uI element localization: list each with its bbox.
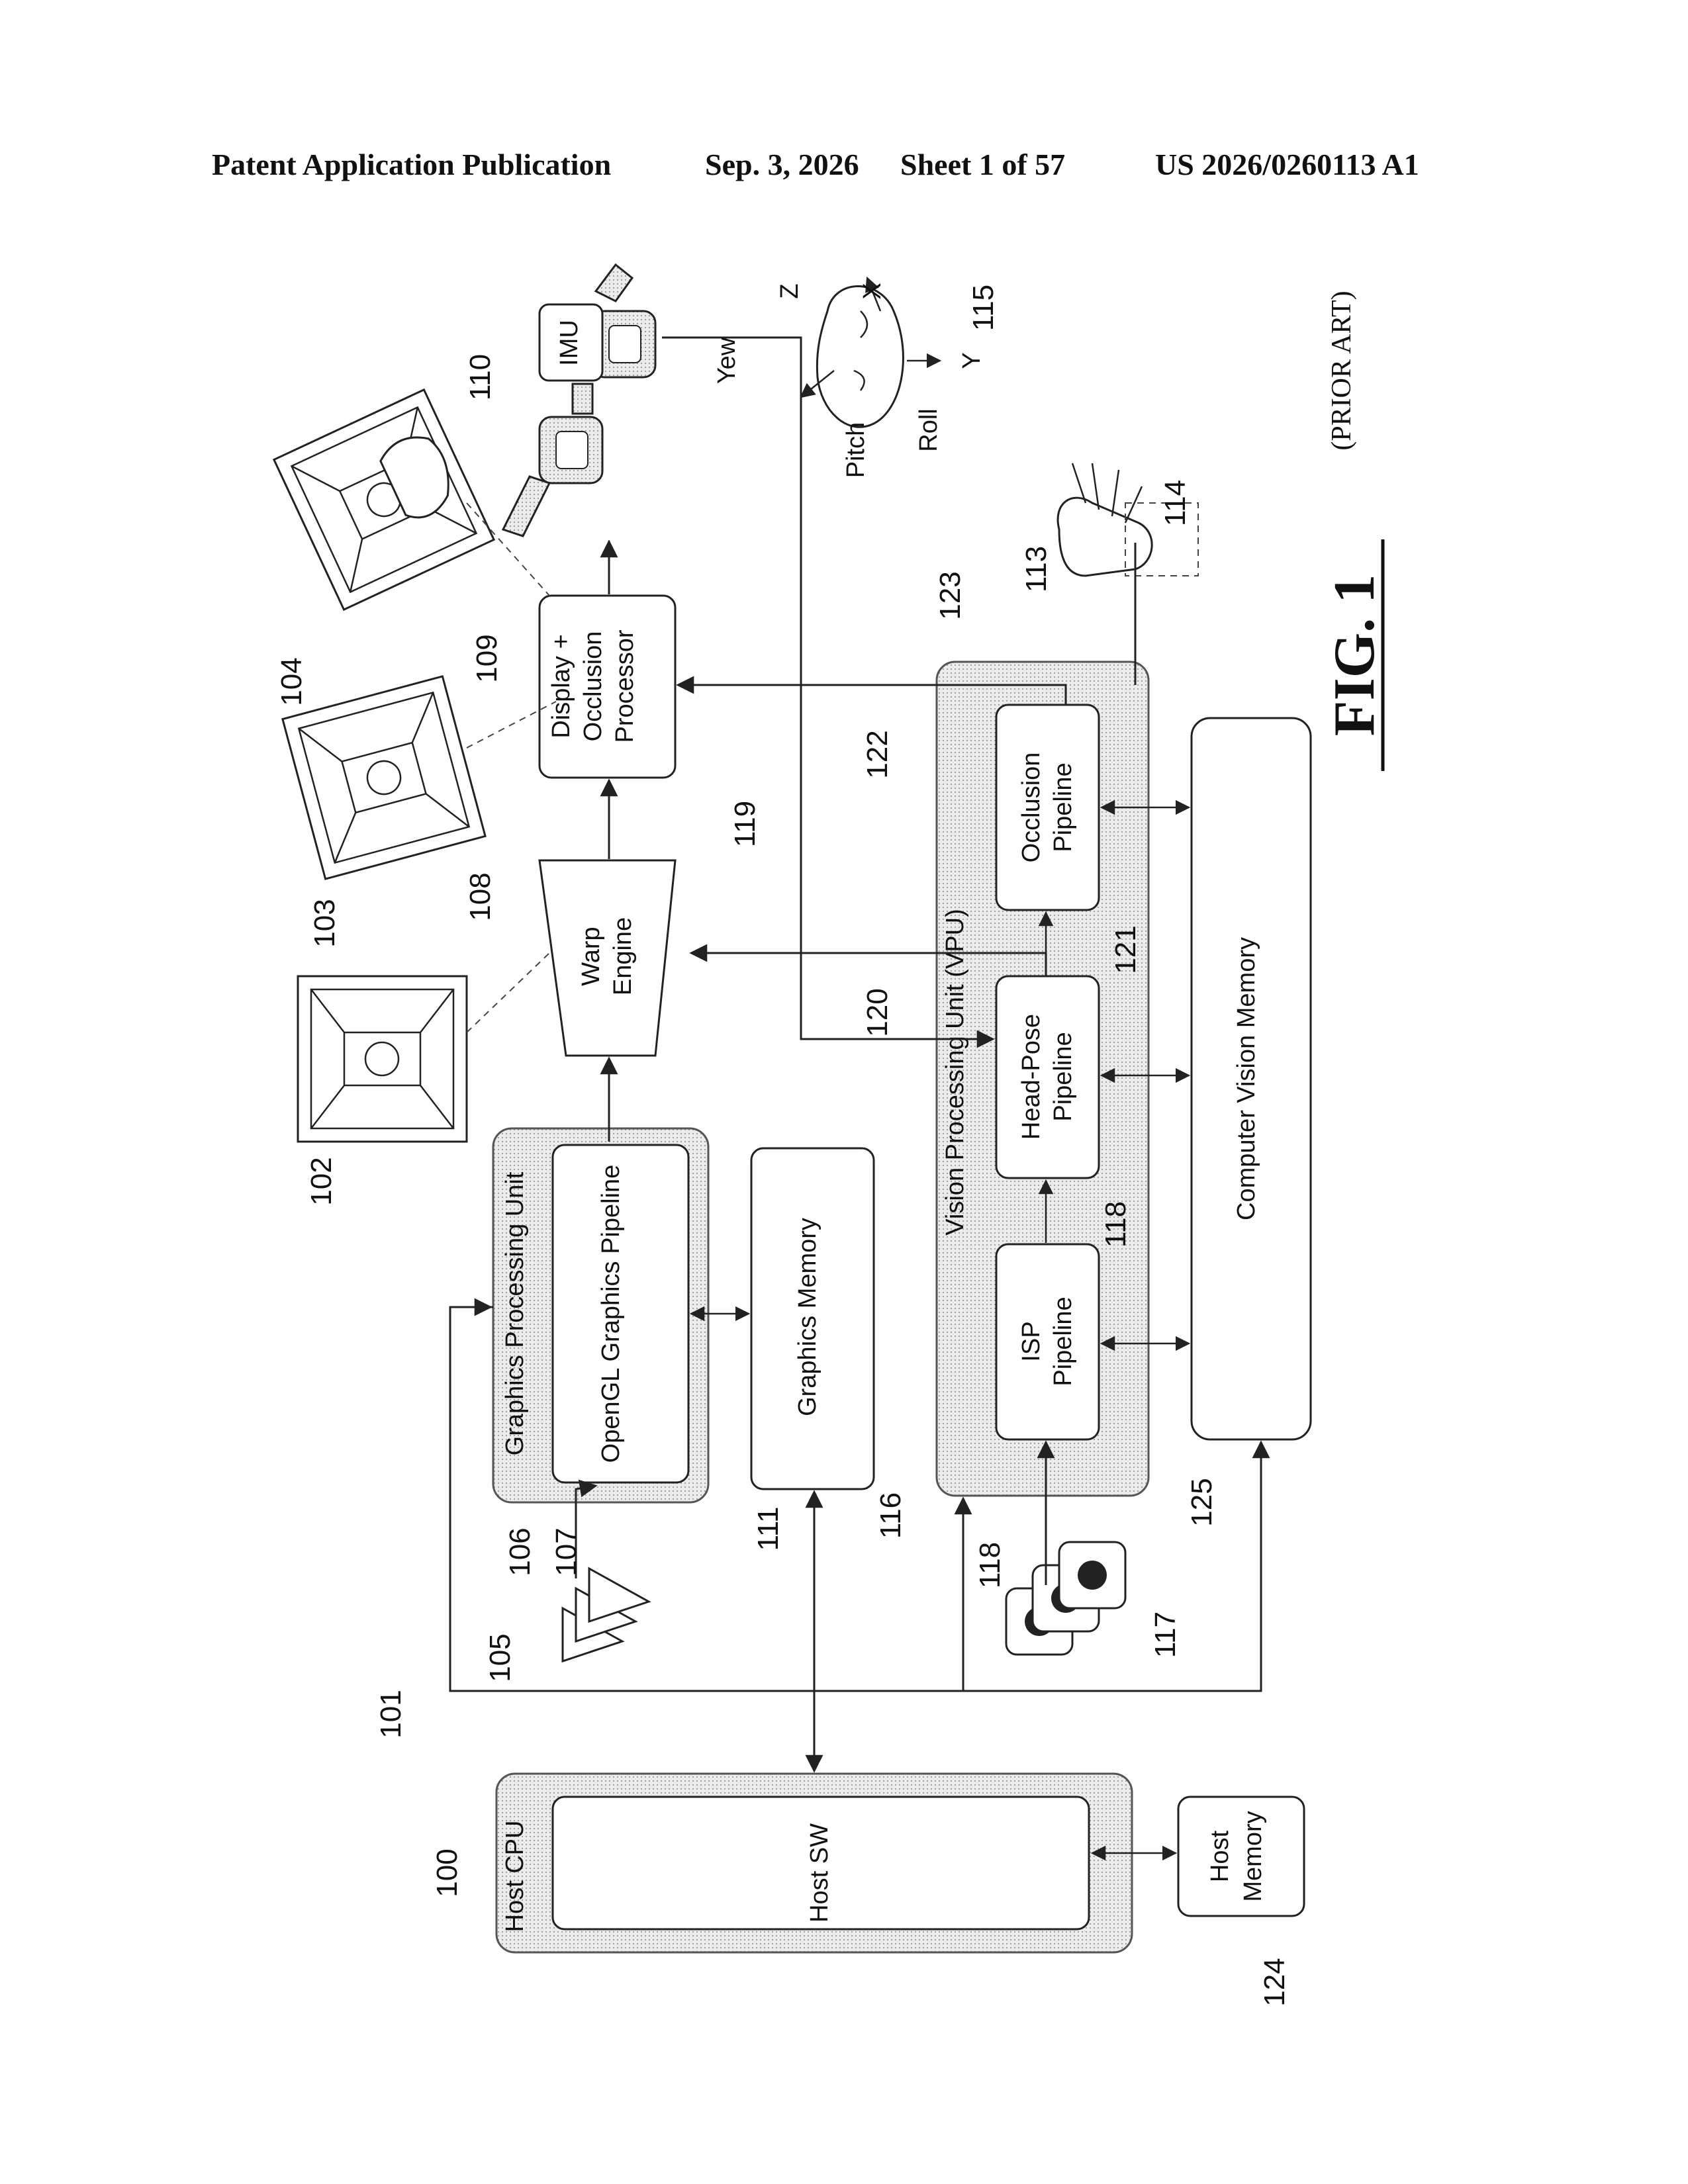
frame-102-leader [467, 953, 549, 1032]
ref-106: 106 [504, 1527, 536, 1576]
graphics-memory-label: Graphics Memory [794, 1218, 821, 1416]
ref-109: 109 [471, 634, 503, 682]
opengl-pipeline-label: OpenGL Graphics Pipeline [597, 1165, 625, 1463]
frame-image-104 [274, 390, 494, 610]
ref-111: 111 [752, 1507, 784, 1551]
prior-art-note: (PRIOR ART) [1327, 291, 1357, 450]
warp-engine-block [539, 860, 675, 1056]
ref-118-link: 118 [1100, 1201, 1132, 1248]
isp-label-line1: ISP [1017, 1321, 1045, 1361]
isp-label-line2: Pipeline [1049, 1297, 1077, 1386]
host-memory-label-line1: Host [1206, 1830, 1234, 1882]
frame-image-103 [283, 676, 485, 879]
host-sw-label: Host SW [806, 1823, 833, 1923]
pitch-axis-label: Pitch [842, 422, 870, 478]
head-pose-label-line2: Pipeline [1049, 1032, 1077, 1121]
roll-axis-label: Roll [915, 408, 943, 451]
ref-110: 110 [464, 354, 496, 400]
occlusion-label-line1: Occlusion [1017, 752, 1045, 863]
figure-caption: FIG. 1 [1323, 539, 1387, 771]
warp-label-line1: Warp [577, 927, 605, 985]
display-label-line2: Occlusion [579, 631, 607, 742]
host-memory-label-line2: Memory [1239, 1811, 1267, 1901]
gpu-label: Graphics Processing Unit [501, 1171, 529, 1455]
occlusion-label-line2: Pipeline [1049, 762, 1077, 852]
ref-117: 117 [1149, 1612, 1182, 1658]
z-axis-label: Z [776, 283, 804, 298]
head-pose-icon [801, 278, 940, 427]
ref-115: 115 [967, 285, 1000, 331]
frame-image-102 [298, 976, 467, 1142]
ref-105: 105 [484, 1633, 516, 1682]
ref-108: 108 [464, 872, 496, 921]
ref-114: 114 [1159, 480, 1192, 526]
ref-118-isp: 118 [974, 1542, 1006, 1588]
ref-113: 113 [1020, 546, 1053, 592]
yew-axis-label: Yew [713, 337, 741, 384]
ref-116: 116 [874, 1492, 907, 1539]
ref-119: 119 [729, 801, 761, 847]
geometry-input-icon [563, 1569, 649, 1661]
ref-103: 103 [308, 899, 341, 947]
ref-123: 123 [934, 571, 966, 619]
ref-122: 122 [861, 730, 894, 778]
vpu-label: Vision Processing Unit (VPU) [941, 909, 969, 1235]
host-cpu-label: Host CPU [501, 1821, 529, 1933]
ref-101: 101 [375, 1690, 407, 1738]
imu-label: IMU [555, 320, 583, 366]
warp-label-line2: Engine [609, 917, 637, 995]
camera-sensors-icon [1006, 1542, 1125, 1655]
head-pose-label-line1: Head-Pose [1017, 1014, 1045, 1140]
head-pose-pipeline-block [996, 976, 1099, 1178]
ref-124: 124 [1258, 1958, 1291, 2006]
ref-102: 102 [305, 1157, 338, 1205]
ref-104: 104 [275, 657, 308, 705]
ref-125: 125 [1186, 1478, 1218, 1526]
x-axis-label: X [859, 283, 886, 299]
display-label-line3: Processor [611, 629, 639, 743]
cv-memory-label: Computer Vision Memory [1233, 937, 1260, 1220]
figure-number: FIG. 1 [1323, 574, 1387, 736]
ref-100: 100 [431, 1848, 463, 1897]
occlusion-pipeline-block [996, 705, 1099, 910]
isp-pipeline-block [996, 1244, 1099, 1439]
ref-107: 107 [550, 1527, 583, 1576]
ref-120: 120 [861, 988, 894, 1036]
display-label-line1: Display + [547, 634, 575, 738]
y-axis-label: Y [958, 352, 986, 369]
ref-121: 121 [1109, 925, 1142, 974]
